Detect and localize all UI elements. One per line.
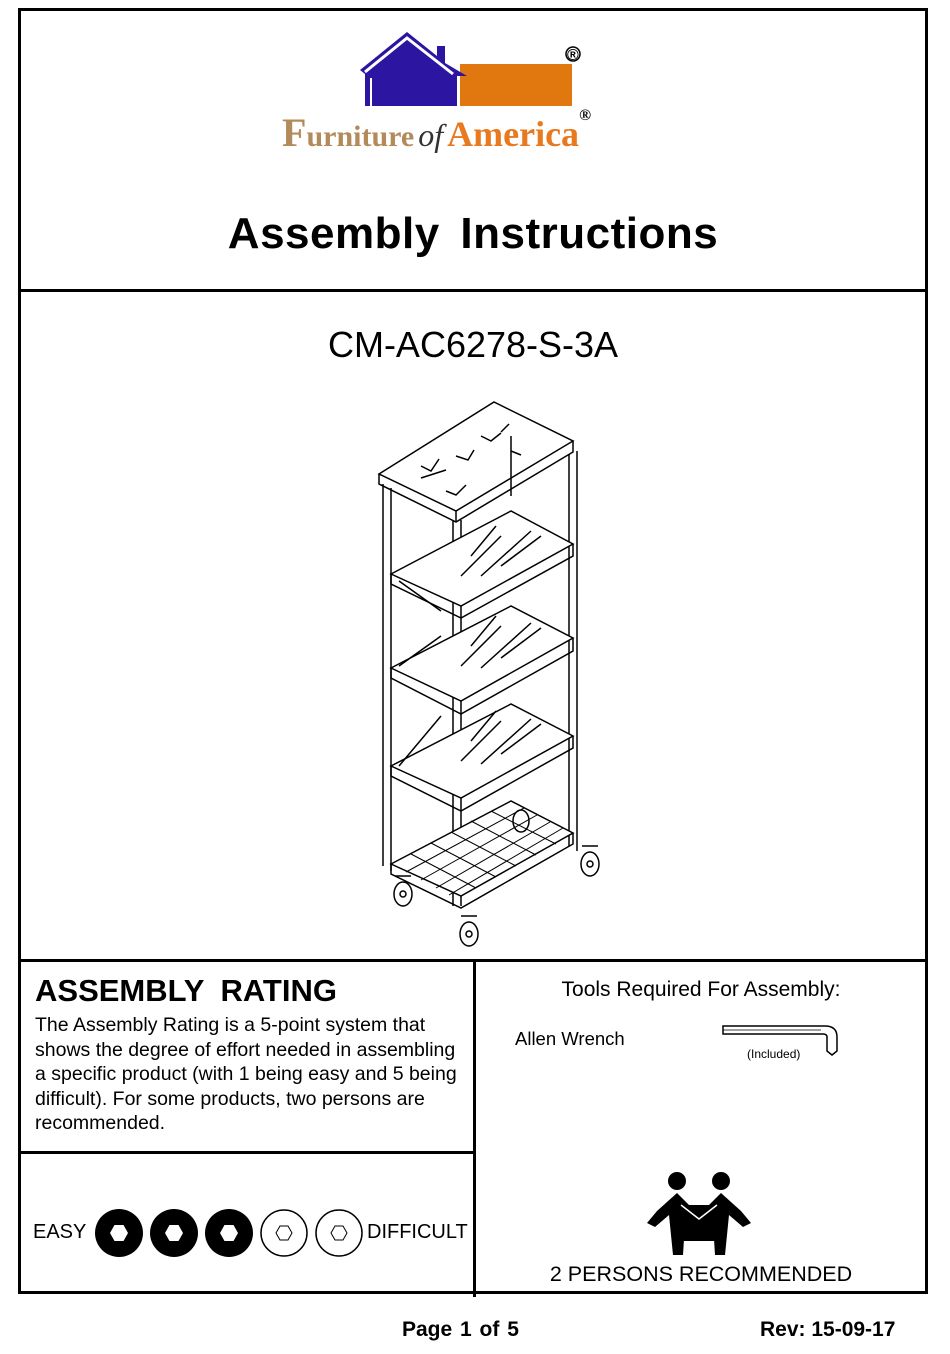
revision: Rev: 15-09-17 <box>760 1318 896 1341</box>
logo-registered-mark: ® <box>579 107 592 124</box>
page-title: Assembly Instructions <box>227 209 719 258</box>
divider <box>21 1151 473 1154</box>
rating-scale <box>95 1209 363 1257</box>
rating-dot-4 <box>260 1209 308 1257</box>
difficult-label: DIFFICULT <box>367 1221 468 1243</box>
company-logo-icon: ® <box>360 32 581 106</box>
tool-note: (Included) <box>747 1047 801 1061</box>
assembly-rating-description: The Assembly Rating is a 5-point system … <box>35 1014 457 1134</box>
rating-dot-3 <box>205 1209 253 1257</box>
divider <box>473 959 476 1297</box>
rating-dot-5 <box>315 1209 363 1257</box>
logo-word-america: America <box>447 114 580 154</box>
rating-dot-2 <box>150 1209 198 1257</box>
two-persons-lifting-icon <box>647 1172 751 1255</box>
rating-dot-1 <box>95 1209 143 1257</box>
tools-heading: Tools Required For Assembly: <box>561 978 841 1001</box>
tool-name: Allen Wrench <box>515 1028 625 1049</box>
assembly-rating-heading: ASSEMBLY RATING <box>35 973 337 1008</box>
allen-wrench-icon <box>722 1025 838 1056</box>
logo-word-of: of <box>418 117 444 153</box>
logo-word-furniture: urniture <box>306 120 415 153</box>
divider <box>21 289 925 292</box>
logo-initial: F <box>282 110 307 155</box>
page-number: Page 1 of 5 <box>402 1318 519 1341</box>
easy-label: EASY <box>33 1221 87 1243</box>
document-frame: Assembly Instructions CM-AC6278-S-3A <box>18 8 928 1297</box>
bookshelf-illustration <box>377 401 600 947</box>
persons-recommended-label: 2 PERSONS RECOMMENDED <box>549 1262 853 1286</box>
model-number: CM-AC6278-S-3A <box>327 324 619 365</box>
